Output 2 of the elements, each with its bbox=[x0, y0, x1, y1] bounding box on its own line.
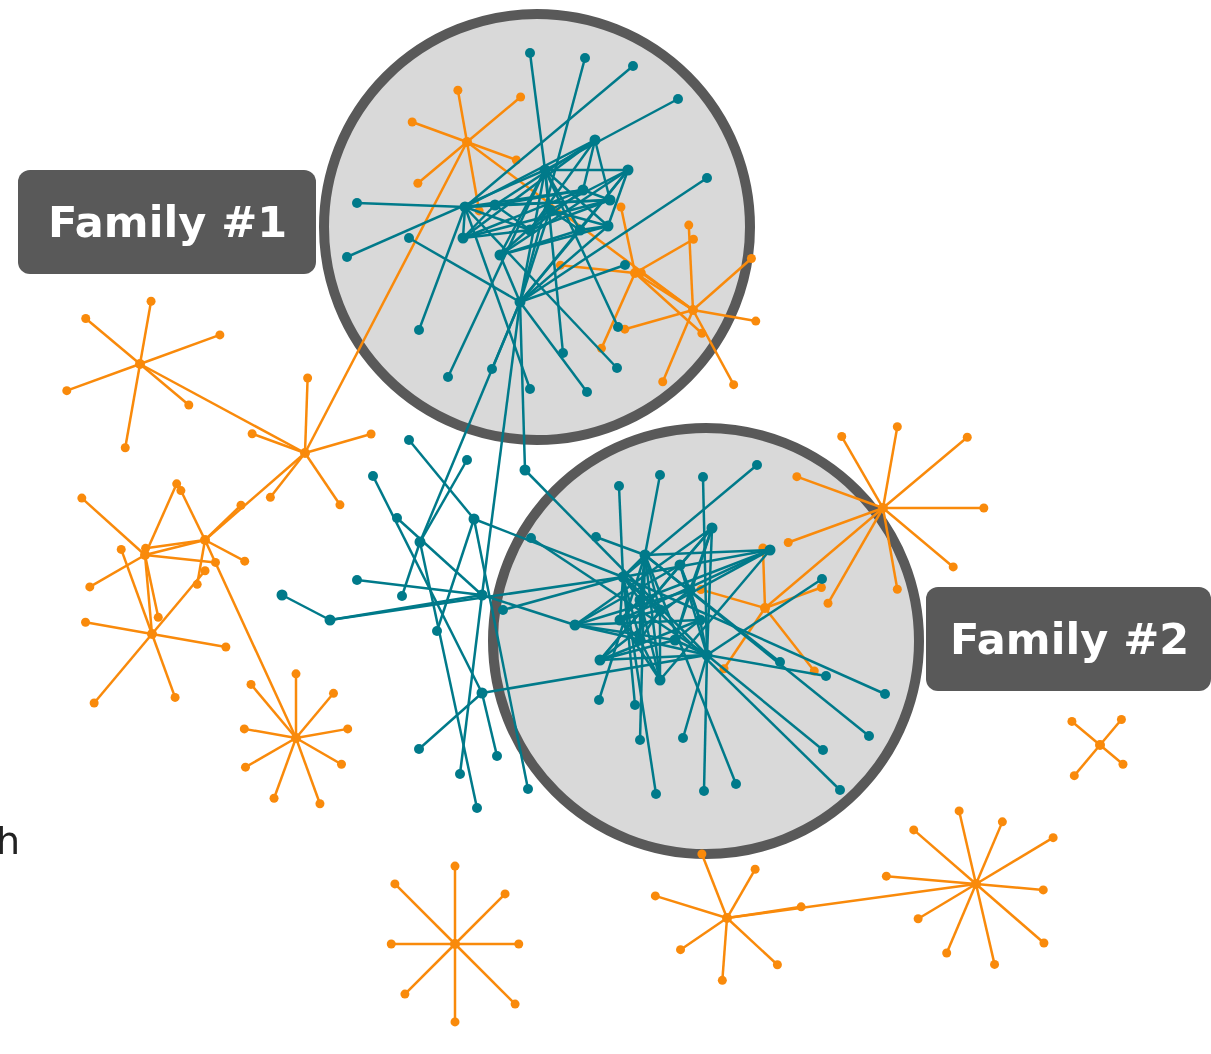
label-tab: Family #1 bbox=[18, 170, 316, 274]
label-tab: Family #2 bbox=[926, 587, 1211, 691]
